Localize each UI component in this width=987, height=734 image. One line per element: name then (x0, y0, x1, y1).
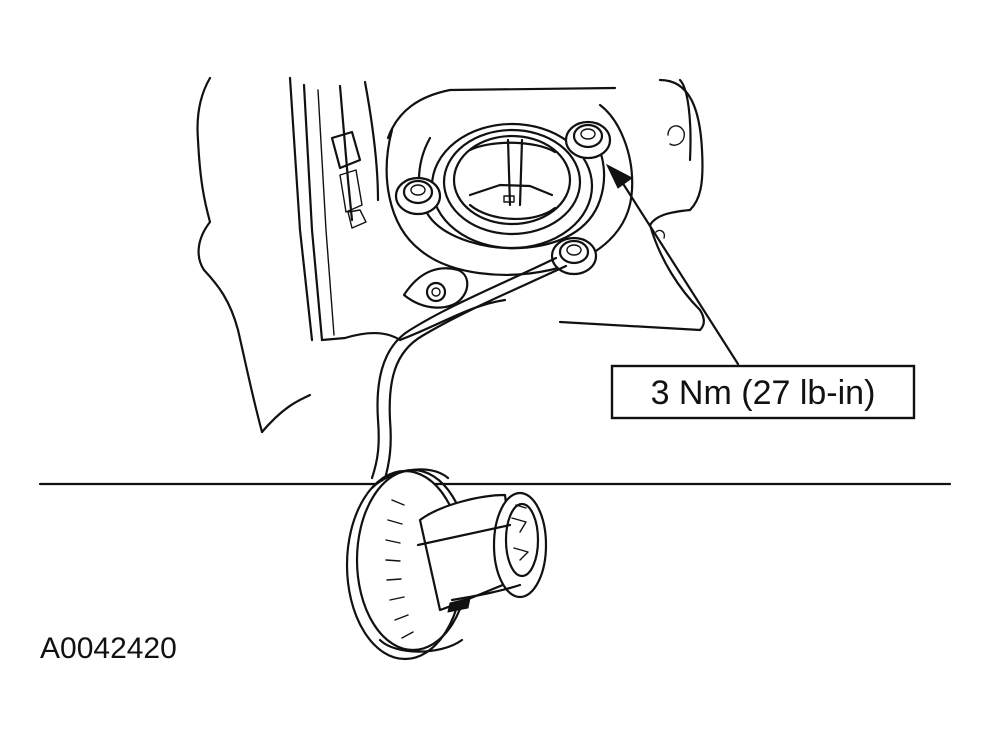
bolt-left (394, 176, 442, 216)
torque-spec-label: 3 Nm (27 lb-in) (651, 374, 876, 412)
bolt-bottom (550, 236, 598, 276)
fuel-cap (345, 468, 548, 661)
filler-pocket-housing (343, 78, 705, 342)
figure-id: A0042420 (40, 632, 177, 665)
mounting-bolts (394, 120, 612, 276)
body-panel (196, 76, 380, 434)
torque-callout: 3 Nm (27 lb-in) (610, 364, 916, 420)
bolt-top-right (564, 120, 612, 160)
cap-tether (370, 256, 568, 484)
torque-leader-arrow (605, 163, 740, 366)
